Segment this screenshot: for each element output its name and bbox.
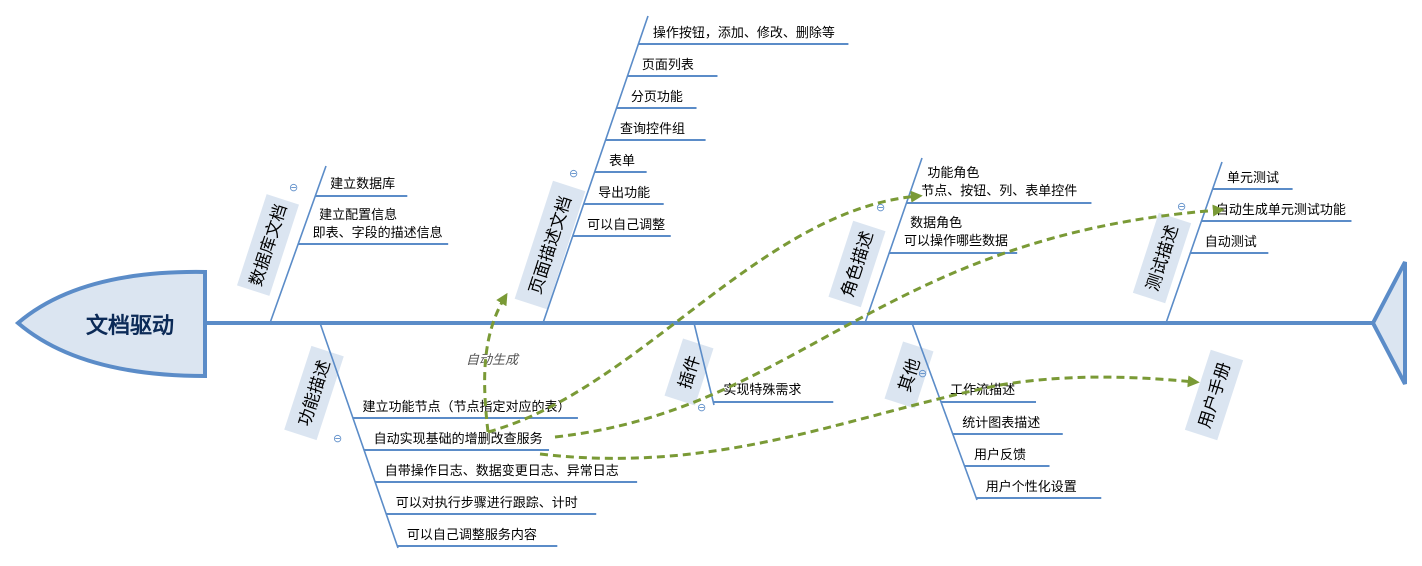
bone-other [911, 322, 978, 501]
arrow-to-page [483, 292, 508, 433]
auto-generate-annotation: 自动生成 [466, 353, 520, 368]
branch-func-item-label[interactable]: 可以对执行步骤进行跟踪、计时 [396, 496, 578, 511]
branch-db-item-label[interactable]: 建立配置信息 [319, 207, 397, 223]
branch-role-item-label[interactable]: 功能角色 [927, 165, 979, 181]
branch-func-item-label[interactable]: 可以自己调整服务内容 [407, 527, 537, 543]
branch-page-item-label[interactable]: 导出功能 [598, 186, 650, 201]
head-shape [14, 269, 207, 379]
branch-page-item-label[interactable]: 分页功能 [631, 90, 683, 105]
arrows-layer [483, 190, 1225, 460]
arrow-to-manual [539, 375, 1200, 460]
branch-page-item-label[interactable]: 页面列表 [642, 58, 694, 73]
category-test[interactable]: 测试描述 [1132, 212, 1192, 304]
branch-plugin-item-label[interactable]: 实现特殊需求 [723, 383, 801, 398]
bone-db [269, 165, 327, 324]
branch-role-item-label[interactable]: 节点、按钮、列、表单控件 [921, 184, 1077, 199]
collapse-icon[interactable]: ⊖ [918, 367, 927, 380]
branch-db-item-label[interactable]: 即表、字段的描述信息 [313, 225, 443, 241]
branch-db-item-label[interactable]: 建立数据库 [330, 176, 395, 192]
bone-plugin [693, 322, 715, 406]
collapse-icon[interactable]: ⊖ [569, 167, 578, 180]
arrow-to-test [554, 204, 1225, 439]
branch-page-item-label[interactable]: 表单 [609, 154, 635, 169]
branch-func-item-label[interactable]: 自动实现基础的增删改查服务 [374, 431, 543, 447]
branch-page-item-label[interactable]: 查询控件组 [620, 122, 685, 137]
branch-test-item-label[interactable]: 单元测试 [1227, 171, 1279, 186]
branch-other-item-label[interactable]: 工作流描述 [950, 383, 1015, 398]
category-func[interactable]: 功能描述 [284, 345, 344, 441]
collapse-icon[interactable]: ⊖ [289, 181, 298, 194]
branch-other-item-label[interactable]: 用户个性化设置 [986, 479, 1077, 495]
branch-page-item-label[interactable]: 可以自己调整 [587, 218, 665, 233]
collapse-icon[interactable]: ⊖ [697, 401, 706, 414]
category-other[interactable]: 其他 [884, 341, 934, 409]
category-manual[interactable]: 用户手册 [1184, 349, 1244, 441]
collapse-icon[interactable]: ⊖ [876, 201, 885, 214]
category-page[interactable]: 页面描述文档 [514, 180, 586, 310]
branch-role-item-label[interactable]: 可以操作哪些数据 [904, 233, 1008, 249]
tail-shape [1370, 261, 1407, 385]
head-title: 文档驱动 [86, 313, 174, 339]
branch-test-item-label[interactable]: 自动测试 [1205, 235, 1257, 250]
branch-other-item-label[interactable]: 用户反馈 [974, 447, 1026, 463]
branch-func-item-label[interactable]: 建立功能节点（节点指定对应的表） [363, 399, 571, 415]
branch-test-item-label[interactable]: 自动生成单元测试功能 [1216, 203, 1346, 218]
arrow-to-role [487, 190, 923, 434]
bone-func [319, 322, 399, 549]
collapse-icon[interactable]: ⊖ [333, 432, 342, 445]
bone-role [864, 157, 923, 324]
branch-func-item-label[interactable]: 自带操作日志、数据变更日志、异常日志 [385, 463, 619, 479]
category-db[interactable]: 数据库文档 [236, 194, 300, 296]
bone-page [542, 15, 649, 324]
branch-other-item-label[interactable]: 统计图表描述 [962, 416, 1040, 431]
branch-page-item-label[interactable]: 操作按钮，添加、修改、删除等 [653, 25, 835, 41]
category-role[interactable]: 角色描述 [828, 220, 886, 308]
collapse-icon[interactable]: ⊖ [1177, 200, 1186, 213]
branch-role-item-label[interactable]: 数据角色 [910, 215, 962, 231]
